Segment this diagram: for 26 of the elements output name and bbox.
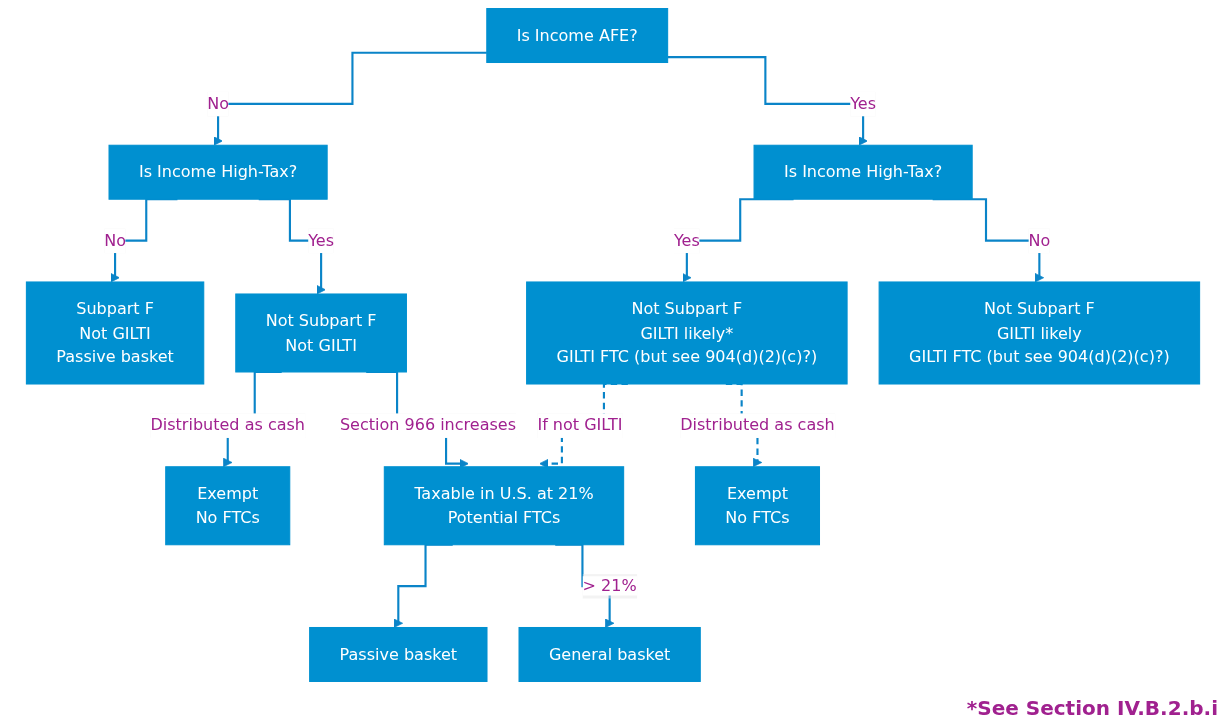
node-box: Is Income AFE?: [486, 8, 669, 63]
edge-label: No: [207, 93, 229, 114]
edge-label: Distributed as cash: [680, 415, 835, 435]
edge-label: Yes: [308, 230, 335, 250]
node-box: Subpart F Not GILTI Passive basket: [25, 281, 205, 385]
node-box: Taxable in U.S. at 21% Potential FTCs: [383, 466, 625, 546]
edge-label: Section 966 increases: [339, 415, 517, 435]
node-box: Passive basket: [309, 627, 488, 682]
node-box: Not Subpart F Not GILTI: [235, 293, 407, 373]
node-box: Exempt No FTCs: [694, 466, 820, 546]
edge-label: No: [104, 230, 126, 250]
footnote: *See Section IV.B.2.b.i: [966, 696, 1218, 720]
node-box: General basket: [518, 627, 701, 682]
edge-label: Yes: [850, 93, 877, 114]
edge-label: > 21%: [582, 576, 637, 596]
edge-label: No: [1028, 230, 1051, 250]
node-box: Not Subpart F GILTI likely* GILTI FTC (but see 904(d)(2)(c)?): [526, 281, 848, 385]
node-box: Not Subpart F GILTI likely GILTI FTC (but see 904(d)(2)(c)?): [878, 281, 1201, 385]
edge-label: Distributed as cash: [150, 415, 306, 435]
node-box: Exempt No FTCs: [165, 466, 291, 546]
node-box: Is Income High-Tax?: [753, 144, 973, 200]
edge-label: Yes: [673, 230, 700, 250]
arrow: [667, 56, 868, 146]
edge-label: If not GILTI: [537, 415, 623, 435]
arrow: [213, 51, 487, 146]
node-box: Is Income High-Tax?: [108, 144, 328, 200]
